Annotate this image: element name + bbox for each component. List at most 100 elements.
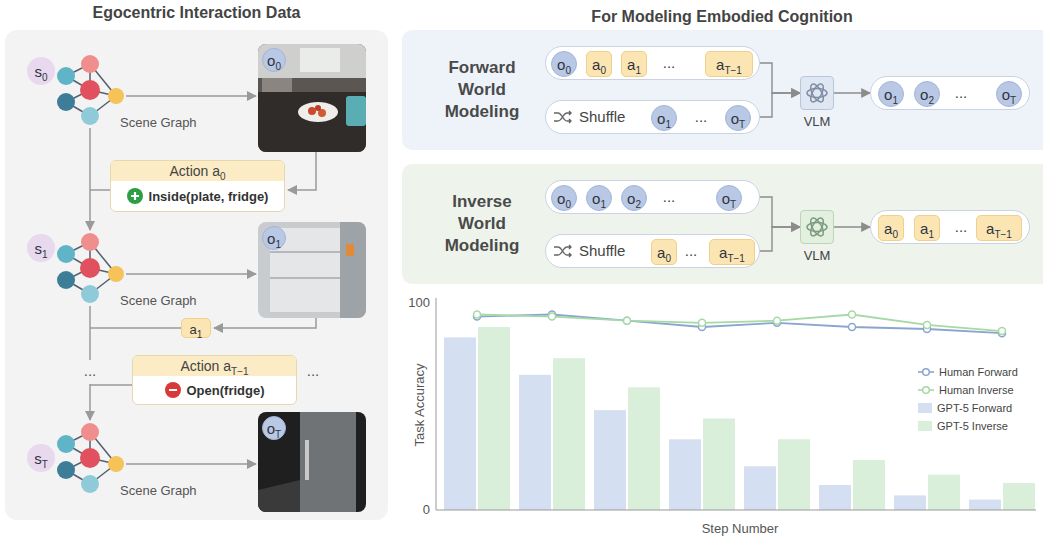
token-subscript: 2 — [928, 95, 934, 106]
token-subscript: 1 — [600, 199, 606, 210]
region-panel: Egocentric Interaction Datas0o0Action a0… — [5, 30, 388, 520]
scene-graph-label: Scene Graph — [120, 293, 197, 308]
token-symbol: o — [884, 86, 892, 103]
axis-tick: 0 — [390, 502, 430, 517]
token-label: o0 — [267, 52, 281, 69]
panel-heading: Egocentric Interaction Data — [5, 4, 388, 22]
state-token: s0 — [27, 57, 55, 85]
token-symbol: o — [657, 110, 665, 127]
ellipsis: ... — [955, 77, 968, 109]
action-subscript: T−1 — [231, 366, 249, 377]
accuracy-chart — [436, 298, 1036, 510]
figure-heading: For Modeling Embodied Cognition — [591, 8, 852, 26]
state-token: o2 — [621, 185, 647, 211]
vlm-label: VLM — [804, 248, 831, 263]
legend-text: Human Inverse — [939, 384, 1014, 396]
token-symbol: o — [592, 190, 600, 207]
vlm-box: VLM — [800, 210, 834, 244]
state-token: o2 — [914, 81, 940, 107]
action-token: aT−1 — [705, 51, 753, 77]
token-subscript: 0 — [892, 229, 898, 240]
token-symbol: a — [657, 244, 665, 261]
flow-connector — [760, 63, 800, 93]
token-label: a0 — [592, 56, 606, 73]
token-label: o2 — [627, 190, 641, 207]
token-label: o2 — [920, 86, 934, 103]
token-label: o0 — [557, 190, 571, 207]
token-symbol: a — [190, 322, 197, 337]
state-token: oT — [262, 416, 286, 440]
flow-connector — [760, 197, 800, 227]
token-subscript: 0 — [275, 61, 281, 72]
legend-item: GPT-5 Inverse — [918, 420, 1008, 432]
action-token: a0 — [651, 239, 677, 265]
band-label-box: Forward World Modeling — [432, 30, 532, 150]
legend-text: GPT-5 Inverse — [937, 420, 1008, 432]
action-header: Action aT−1 — [133, 356, 296, 376]
token-symbol: o — [267, 420, 275, 437]
token-label: o1 — [267, 230, 281, 247]
token-subscript: T — [42, 459, 48, 470]
legend-item: Human Forward — [918, 366, 1018, 378]
token-label: o1 — [884, 86, 898, 103]
action-token: a0 — [586, 51, 612, 77]
flow-connector — [760, 93, 800, 117]
action-heading: Action a — [169, 163, 220, 179]
scene-graph-label: Scene Graph — [120, 115, 197, 130]
band-label-box: Inverse World Modeling — [432, 164, 532, 284]
sequence-pill: ...o0a0a1aT−1 — [545, 46, 760, 80]
shuffle-label: Shuffle — [579, 235, 625, 267]
band-label: Forward World Modeling — [432, 57, 532, 123]
token-symbol: s — [34, 240, 42, 257]
action-token: a0 — [878, 215, 904, 241]
token-symbol: a — [627, 56, 635, 73]
vlm-label: VLM — [804, 114, 831, 129]
token-subscript: T — [739, 119, 745, 130]
action-box: Action aT−1Open(fridge) — [132, 355, 297, 405]
action-body: Open(fridge) — [133, 376, 296, 404]
token-subscript: 0 — [600, 65, 606, 76]
token-subscript: 1 — [892, 95, 898, 106]
token-label: o1 — [657, 110, 671, 127]
token-label: oT — [722, 190, 736, 207]
action-box: Action a0Inside(plate, fridge) — [110, 160, 285, 212]
shuffle-icon — [553, 244, 573, 258]
state-token: s1 — [27, 234, 55, 262]
token-subscript: 1 — [635, 65, 641, 76]
token-label: oT — [267, 420, 281, 437]
state-token: oT — [716, 185, 742, 211]
panel-fills — [5, 30, 1043, 520]
token-symbol: a — [719, 244, 727, 261]
modeling-band: Inverse World Modeling...o0o1o2oTShuffle… — [402, 164, 1043, 284]
legend-text: GPT-5 Forward — [937, 402, 1012, 414]
action-subscript: 0 — [220, 171, 226, 182]
token-label: a0 — [657, 244, 671, 261]
band-label: Inverse World Modeling — [432, 191, 532, 257]
token-subscript: T — [1010, 95, 1016, 106]
remove-icon — [165, 382, 181, 398]
state-token: oT — [996, 81, 1022, 107]
vlm-icon — [803, 79, 831, 107]
state-token: o1 — [262, 226, 286, 250]
token-subscript: 1 — [928, 229, 934, 240]
sequence-pill: ...o0o1o2oT — [545, 180, 760, 214]
action-token: a1 — [914, 215, 940, 241]
token-label: sT — [34, 450, 48, 467]
token-subscript: 0 — [565, 65, 571, 76]
token-symbol: o — [557, 56, 565, 73]
token-symbol: o — [722, 190, 730, 207]
sequence-pill: Shuffle...a0aT−1 — [545, 234, 760, 268]
token-label: oT — [1002, 86, 1016, 103]
flow-connector — [834, 92, 870, 93]
token-subscript: 1 — [42, 249, 48, 260]
axis-title: Step Number — [702, 521, 779, 536]
token-subscript: T — [275, 429, 281, 440]
token-subscript: 1 — [197, 329, 203, 340]
state-token: o1 — [586, 185, 612, 211]
token-symbol: s — [34, 450, 42, 467]
token-symbol: o — [731, 110, 739, 127]
modeling-band: Forward World Modeling...o0a0a1aT−1Shuff… — [402, 30, 1043, 150]
flow-connector — [760, 227, 800, 251]
flow-arrows — [90, 96, 316, 464]
